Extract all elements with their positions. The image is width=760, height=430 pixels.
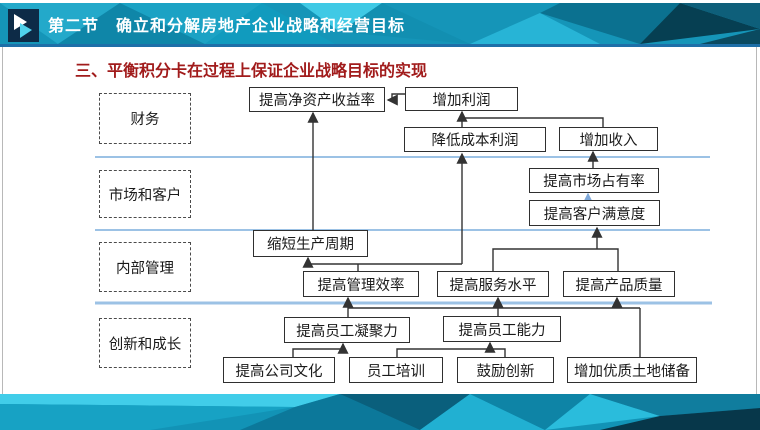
node-innovation: 鼓励创新	[457, 357, 554, 383]
node-roe: 提高净资产收益率	[249, 87, 385, 112]
node-cost: 降低成本利润	[404, 127, 546, 152]
section-subtitle: 三、平衡积分卡在过程上保证企业战略目标的实现	[75, 63, 428, 80]
perspective-finance: 财务	[99, 93, 191, 144]
node-employee-ability: 提高员工能力	[443, 316, 561, 342]
node-cohesion: 提高员工凝聚力	[284, 317, 410, 343]
perspective-innovation-growth: 创新和成长	[99, 318, 191, 368]
perspective-internal-management: 内部管理	[99, 242, 191, 292]
slide-left-border	[2, 47, 3, 394]
slide-right-border	[756, 47, 757, 394]
node-company-culture: 提高公司文化	[223, 357, 335, 383]
node-market-share: 提高市场占有率	[529, 168, 659, 193]
header-polygon-background	[0, 3, 760, 44]
footer-polygon-background	[0, 394, 760, 430]
node-profit: 增加利润	[405, 87, 518, 111]
node-product-quality: 提高产品质量	[563, 271, 675, 297]
header-title: 第二节 确立和分解房地产企业战略和经营目标	[48, 17, 406, 35]
node-revenue: 增加收入	[559, 127, 658, 151]
logo-icon	[8, 9, 39, 42]
slide-header: 第二节 确立和分解房地产企业战略和经营目标	[0, 3, 760, 44]
node-mgmt-efficiency: 提高管理效率	[303, 271, 419, 297]
node-satisfaction: 提高客户满意度	[529, 200, 660, 226]
node-cycle: 缩短生产周期	[253, 230, 368, 257]
node-training: 员工培训	[349, 357, 443, 383]
perspective-market-customer: 市场和客户	[99, 170, 191, 218]
node-service-level: 提高服务水平	[437, 271, 549, 297]
slide-footer	[0, 394, 760, 430]
node-land-reserve: 增加优质土地储备	[567, 357, 697, 383]
header-underline	[0, 44, 760, 47]
